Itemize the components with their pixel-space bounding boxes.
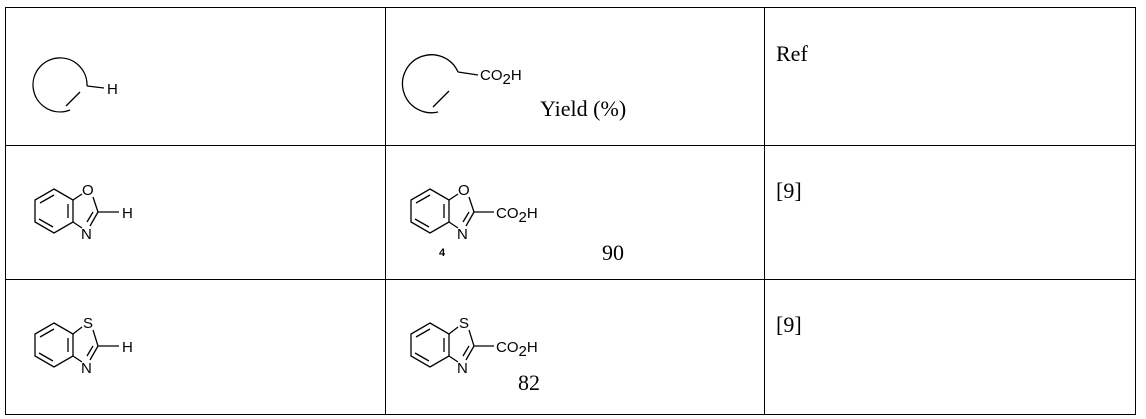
ring-double-bond bbox=[462, 345, 470, 357]
c-cooh-bond bbox=[457, 71, 479, 76]
benzene-double-bond bbox=[415, 328, 431, 338]
product-cell: S N CO2H 82 bbox=[385, 279, 765, 415]
nitrogen-atom: N bbox=[457, 360, 468, 377]
ring-bond bbox=[72, 355, 83, 363]
hydrogen-atom: H bbox=[122, 205, 133, 222]
oxygen-atom: O bbox=[82, 182, 94, 199]
ring-double-bond bbox=[462, 211, 470, 223]
ring-bond bbox=[448, 326, 459, 335]
ring-bond bbox=[72, 193, 83, 201]
benzothiazole-structure: S N H bbox=[34, 315, 133, 377]
ring-double-bond-inner bbox=[65, 91, 81, 107]
ring-bond bbox=[465, 211, 475, 227]
ring-arc bbox=[32, 57, 88, 113]
ref-cell: [9] bbox=[764, 279, 1136, 415]
ring-bond bbox=[448, 355, 459, 363]
product-header-cell: CO2H Yield (%) bbox=[385, 7, 765, 146]
benzene-double-bond bbox=[414, 352, 430, 362]
hydrogen-atom: H bbox=[122, 339, 133, 356]
ref-header-cell: Ref bbox=[764, 7, 1136, 146]
carboxylic-acid-group: CO2H bbox=[496, 339, 538, 360]
ring-bond bbox=[92, 196, 99, 213]
generic-ring-product-structure: CO2H bbox=[401, 54, 522, 114]
ring-bond bbox=[72, 326, 83, 335]
benzoxazole-structure: O N H bbox=[34, 182, 133, 243]
hydrogen-atom: H bbox=[107, 81, 118, 98]
ring-double-bond bbox=[86, 211, 94, 223]
ring-bond bbox=[72, 221, 83, 229]
ring-bond bbox=[468, 329, 475, 347]
substrate-header-cell: H bbox=[5, 7, 386, 146]
carboxylic-acid-group: CO2H bbox=[480, 67, 522, 88]
sulfur-atom: S bbox=[83, 315, 93, 332]
yield-column-label: Yield (%) bbox=[540, 96, 627, 121]
oxygen-atom: O bbox=[458, 182, 470, 199]
ring-double-bond bbox=[86, 345, 94, 357]
ref-value: [9] bbox=[776, 312, 802, 337]
yield-value: 82 bbox=[518, 370, 540, 395]
benzothiazole-2-carboxylic-acid-structure: S N CO2H bbox=[410, 315, 538, 377]
substrate-cell: S N H bbox=[5, 279, 386, 415]
nitrogen-atom: N bbox=[81, 360, 92, 377]
substrate-cell: O N H bbox=[5, 145, 386, 280]
header-row: H CO2H Yield (%) Ref bbox=[5, 7, 1136, 146]
benzene-double-bond bbox=[414, 218, 430, 228]
benzene-double-bond bbox=[39, 328, 55, 338]
ring-bond bbox=[92, 329, 99, 347]
table-row: O N H O N CO2H 4 bbox=[5, 145, 1136, 280]
ref-value: [9] bbox=[776, 178, 802, 203]
ch-bond bbox=[86, 85, 105, 89]
ring-double-bond-inner bbox=[432, 90, 450, 108]
ref-column-label: Ref bbox=[776, 41, 808, 66]
sulfur-atom: S bbox=[459, 315, 469, 332]
ring-bond bbox=[89, 345, 99, 361]
benzene-double-bond bbox=[415, 194, 431, 204]
nitrogen-atom: N bbox=[457, 226, 468, 243]
ring-arc bbox=[401, 54, 459, 114]
product-cell: O N CO2H 4 90 bbox=[385, 145, 765, 280]
ring-bond bbox=[448, 193, 459, 201]
benzoxazole-2-carboxylic-acid-structure: O N CO2H 4 bbox=[410, 182, 538, 259]
benzene-double-bond bbox=[39, 194, 55, 204]
table-row: S N H S N CO2H 82 bbox=[5, 279, 1136, 415]
reaction-scope-table: H CO2H Yield (%) Ref bbox=[5, 7, 1136, 415]
ring-bond bbox=[468, 196, 475, 213]
ring-bond bbox=[465, 345, 475, 361]
ring-bond bbox=[89, 211, 99, 227]
ref-cell: [9] bbox=[764, 145, 1136, 280]
compound-number: 4 bbox=[439, 247, 446, 259]
yield-value: 90 bbox=[602, 240, 624, 265]
ring-bond bbox=[448, 221, 459, 229]
nitrogen-atom: N bbox=[81, 226, 92, 243]
benzene-double-bond bbox=[38, 218, 54, 228]
generic-ring-substrate-structure: H bbox=[32, 57, 118, 113]
carboxylic-acid-group: CO2H bbox=[496, 205, 538, 226]
benzene-double-bond bbox=[38, 352, 54, 362]
